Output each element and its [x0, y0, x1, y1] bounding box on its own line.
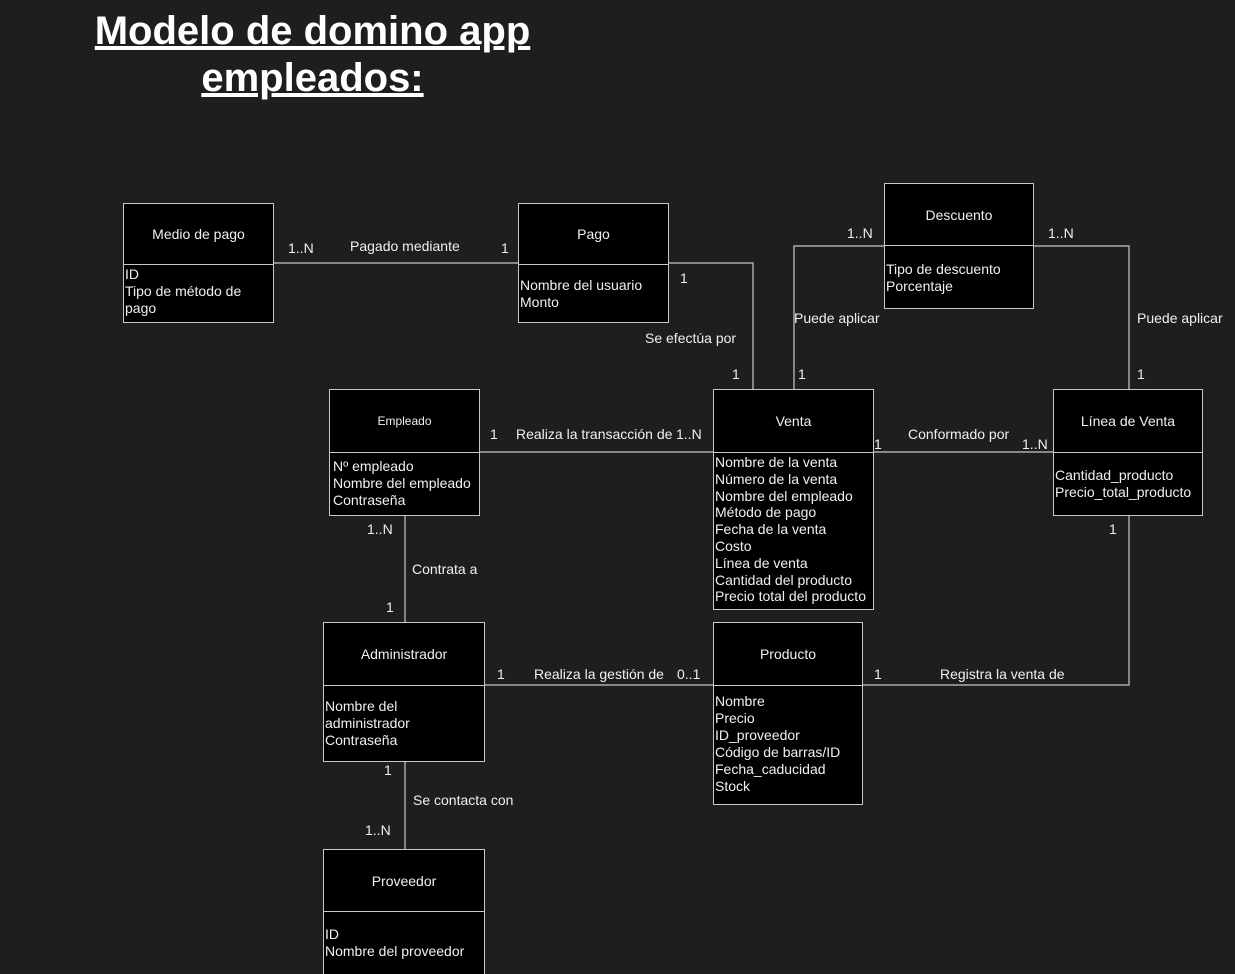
card-admin-proveedor: 1 [384, 762, 392, 778]
attribute: Tipo de descuento [886, 261, 1001, 277]
attribute: Fecha_caducidad [715, 761, 826, 777]
relation-label-pagado-mediante: Pagado mediante [350, 238, 460, 254]
card-producto-linea: 1 [874, 666, 882, 682]
card-empleado-admin: 1..N [367, 521, 393, 537]
relation-label-se-contacta-con: Se contacta con [413, 792, 514, 808]
entity-attributes: ID Tipo de método de pago [124, 265, 273, 318]
entity-medio-de-pago[interactable]: Medio de pago ID Tipo de método de pago [123, 203, 274, 323]
entity-name: Producto [714, 623, 862, 686]
entity-name: Medio de pago [124, 204, 273, 265]
entity-name: Descuento [885, 184, 1033, 246]
entity-descuento[interactable]: Descuento Tipo de descuento Porcentaje [884, 183, 1034, 309]
entity-linea-de-venta[interactable]: Línea de Venta Cantidad_producto Precio_… [1053, 389, 1203, 516]
attribute: Contraseña [333, 492, 406, 508]
relation-label-puede-aplicar-venta: Puede aplicar [794, 310, 880, 326]
entity-name: Venta [714, 390, 873, 453]
card-venta-empleado: 1..N [676, 426, 702, 442]
attribute: Nombre del empleado [715, 487, 853, 504]
relation-label-registra-venta: Registra la venta de [940, 666, 1065, 682]
attribute: pago [125, 300, 157, 316]
attribute: ID_proveedor [715, 727, 800, 743]
attribute: Nombre del proveedor [325, 943, 465, 959]
entity-name: Empleado [330, 390, 479, 453]
title-line-1: Modelo de domino app [94, 9, 531, 53]
attribute: Precio total del producto [715, 588, 866, 605]
entity-attributes: Cantidad_producto Precio_total_producto [1054, 453, 1202, 502]
line-puede-aplicar-linea [1033, 245, 1130, 389]
attribute: Costo [715, 537, 752, 554]
title-line-2: empleados: [201, 56, 424, 100]
relation-label-contrata-a: Contrata a [412, 561, 478, 577]
card-pago-venta-top: 1 [680, 270, 688, 286]
attribute: Fecha de la venta [715, 521, 827, 538]
attribute: Nombre de la venta [715, 454, 838, 470]
relation-label-puede-aplicar-linea: Puede aplicar [1137, 310, 1223, 326]
card-linea-venta: 1..N [1022, 436, 1048, 452]
card-medio-pago-side: 1..N [288, 240, 314, 256]
attribute: Método de pago [715, 504, 817, 521]
entity-venta[interactable]: Venta Nombre de la venta Número de la ve… [713, 389, 874, 610]
relation-label-realiza-gestion: Realiza la gestión de [534, 666, 664, 682]
line-puede-aplicar-venta [793, 245, 884, 389]
attribute: Cantidad_producto [1055, 467, 1174, 483]
card-admin-producto: 1 [497, 666, 505, 682]
card-descuento-linea: 1..N [1048, 225, 1074, 241]
line-se-efectua-por [669, 262, 754, 389]
entity-attributes: Nombre de la venta Número de la venta No… [714, 453, 873, 606]
entity-name: Proveedor [324, 850, 484, 912]
card-producto-admin: 0..1 [677, 666, 701, 682]
attribute: Monto [520, 294, 559, 310]
entity-attributes: ID Nombre del proveedor [324, 912, 484, 961]
card-venta-linea: 1 [874, 436, 882, 452]
attribute: ID [125, 266, 139, 282]
attribute: Nombre del empleado [333, 475, 471, 491]
attribute: Nº empleado [333, 458, 414, 474]
card-linea-descuento: 1 [1137, 366, 1145, 382]
entity-pago[interactable]: Pago Nombre del usuario Monto [518, 203, 669, 323]
attribute: Nombre del [325, 698, 398, 714]
card-empleado-venta: 1 [490, 426, 498, 442]
relation-label-se-efectua-por: Se efectúa por [645, 330, 737, 346]
card-linea-producto: 1 [1109, 521, 1117, 537]
entity-attributes: Nombre del usuario Monto [519, 265, 668, 312]
attribute: Precio [715, 710, 755, 726]
entity-name: Pago [519, 204, 668, 265]
attribute: Contraseña [325, 732, 398, 748]
entity-name: Línea de Venta [1054, 390, 1202, 453]
relation-label-realiza-transaccion: Realiza la transacción de [516, 426, 673, 442]
entity-attributes: Nº empleado Nombre del empleado Contrase… [330, 453, 479, 510]
entity-attributes: Tipo de descuento Porcentaje [885, 246, 1033, 296]
card-venta-pago-bottom: 1 [732, 366, 740, 382]
attribute: Nombre [715, 693, 765, 709]
card-proveedor-admin: 1..N [365, 822, 391, 838]
entity-empleado[interactable]: Empleado Nº empleado Nombre del empleado… [329, 389, 480, 516]
attribute: administrador [325, 715, 410, 731]
attribute: ID [325, 926, 339, 942]
entity-attributes: Nombre Precio ID_proveedor Código de bar… [714, 686, 862, 796]
entity-name: Administrador [324, 623, 484, 686]
attribute: Tipo de método de [125, 283, 242, 299]
entity-attributes: Nombre del administrador Contraseña [324, 686, 484, 750]
card-admin-empleado: 1 [386, 599, 394, 615]
attribute: Precio_total_producto [1055, 484, 1192, 500]
attribute: Stock [715, 778, 751, 794]
attribute: Porcentaje [886, 278, 953, 294]
line-registra-venta [863, 515, 1130, 686]
entity-administrador[interactable]: Administrador Nombre del administrador C… [323, 622, 485, 762]
attribute: Código de barras/ID [715, 744, 841, 760]
diagram-title: Modelo de domino app empleados: [60, 8, 565, 102]
attribute: Cantidad del producto [715, 571, 852, 588]
attribute: Línea de venta [715, 554, 808, 571]
entity-proveedor[interactable]: Proveedor ID Nombre del proveedor [323, 849, 485, 974]
entity-producto[interactable]: Producto Nombre Precio ID_proveedor Códi… [713, 622, 863, 805]
card-descuento-venta: 1..N [847, 225, 873, 241]
attribute: Nombre del usuario [520, 277, 643, 293]
card-venta-descuento: 1 [798, 366, 806, 382]
relation-label-conformado-por: Conformado por [908, 426, 1010, 442]
attribute: Número de la venta [715, 470, 838, 487]
card-pago-side: 1 [501, 240, 509, 256]
